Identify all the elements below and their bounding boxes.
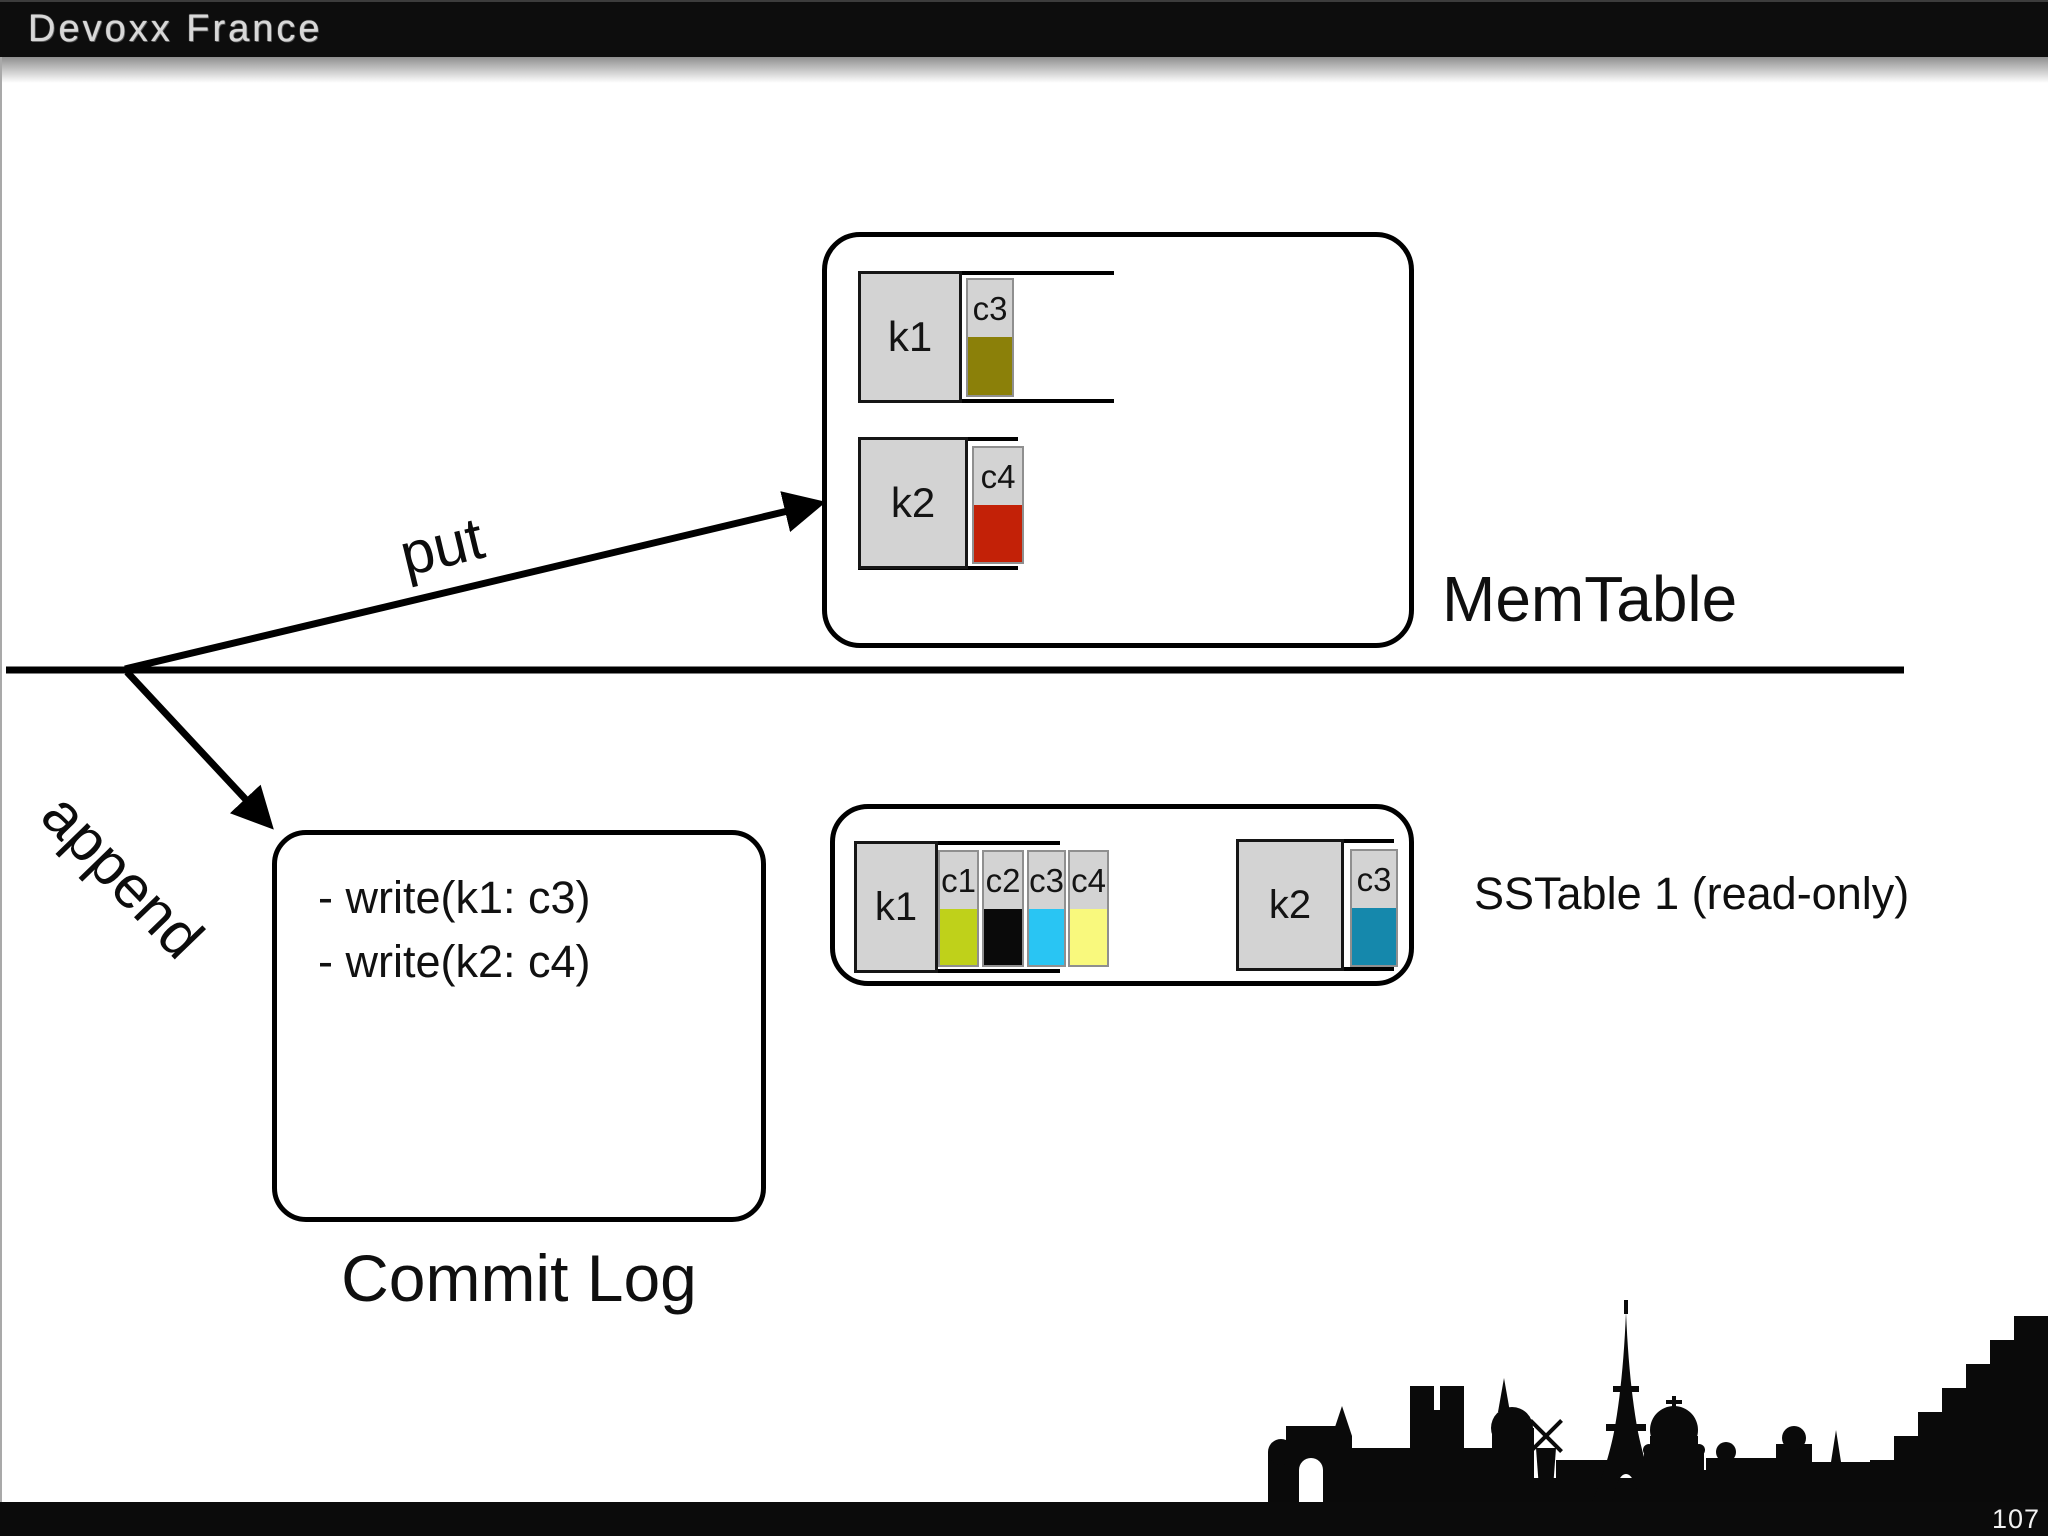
memtable-title: MemTable xyxy=(1442,563,1738,635)
append-arrow xyxy=(124,669,274,830)
memtable-column-cell: c3 xyxy=(966,278,1014,397)
column-value-swatch xyxy=(984,909,1022,965)
column-label: c4 xyxy=(980,457,1016,495)
column-value-swatch xyxy=(1352,908,1396,965)
brand-logo: Devoxx France xyxy=(28,8,323,50)
key-label: k1 xyxy=(887,313,933,360)
key-label: k1 xyxy=(874,884,918,929)
header-shadow xyxy=(0,57,2048,83)
commit-log-entries: - write(k1: c3) - write(k2: c4) xyxy=(318,866,591,994)
sstable-title: SSTable 1 (read-only) xyxy=(1474,868,1910,919)
column-value-swatch xyxy=(1029,909,1064,965)
sstable-column-cell: c3 xyxy=(1027,850,1066,967)
column-value-swatch xyxy=(968,337,1012,395)
sstable-k1-bottom-line xyxy=(854,969,1060,973)
page-number: 107 xyxy=(1991,1504,2040,1534)
sstable-key-cell: k1 xyxy=(854,841,938,973)
sstable-column-cell: c1 xyxy=(938,850,979,967)
memtable-column-cell: c4 xyxy=(972,446,1024,564)
column-value-swatch xyxy=(940,909,977,965)
sstable-k1-top-line xyxy=(854,841,1060,845)
sstable-key-cell: k2 xyxy=(1236,839,1344,971)
commit-log-entry: - write(k1: c3) xyxy=(318,872,591,923)
sstable-column-cell: c3 xyxy=(1350,849,1398,967)
sstable-column-cell: c2 xyxy=(982,850,1024,967)
memtable-row1-top-line xyxy=(858,271,1114,275)
sstable-column-cell: c4 xyxy=(1068,850,1109,967)
column-label: c2 xyxy=(985,861,1021,899)
column-label: c3 xyxy=(972,289,1008,327)
column-label: c3 xyxy=(1356,860,1392,898)
memtable-key-cell: k1 xyxy=(858,271,962,403)
footer-bar xyxy=(0,1502,2048,1536)
column-value-swatch xyxy=(1070,909,1107,965)
key-label: k2 xyxy=(1268,882,1312,927)
left-edge-border xyxy=(0,57,2,1502)
append-arrow-label: append xyxy=(29,780,217,972)
commit-log-entry: - write(k2: c4) xyxy=(318,936,591,987)
column-label: c3 xyxy=(1029,861,1064,899)
memtable-row1-bottom-line xyxy=(858,399,1114,403)
put-arrow-label: put xyxy=(393,504,491,589)
column-value-swatch xyxy=(974,505,1022,562)
column-label: c4 xyxy=(1071,861,1106,899)
header-bar: Devoxx France xyxy=(0,0,2048,57)
column-label: c1 xyxy=(941,861,976,899)
commit-log-box xyxy=(272,830,766,1222)
memtable-key-cell: k2 xyxy=(858,437,968,569)
key-label: k2 xyxy=(890,479,936,526)
commit-log-title: Commit Log xyxy=(341,1241,697,1315)
